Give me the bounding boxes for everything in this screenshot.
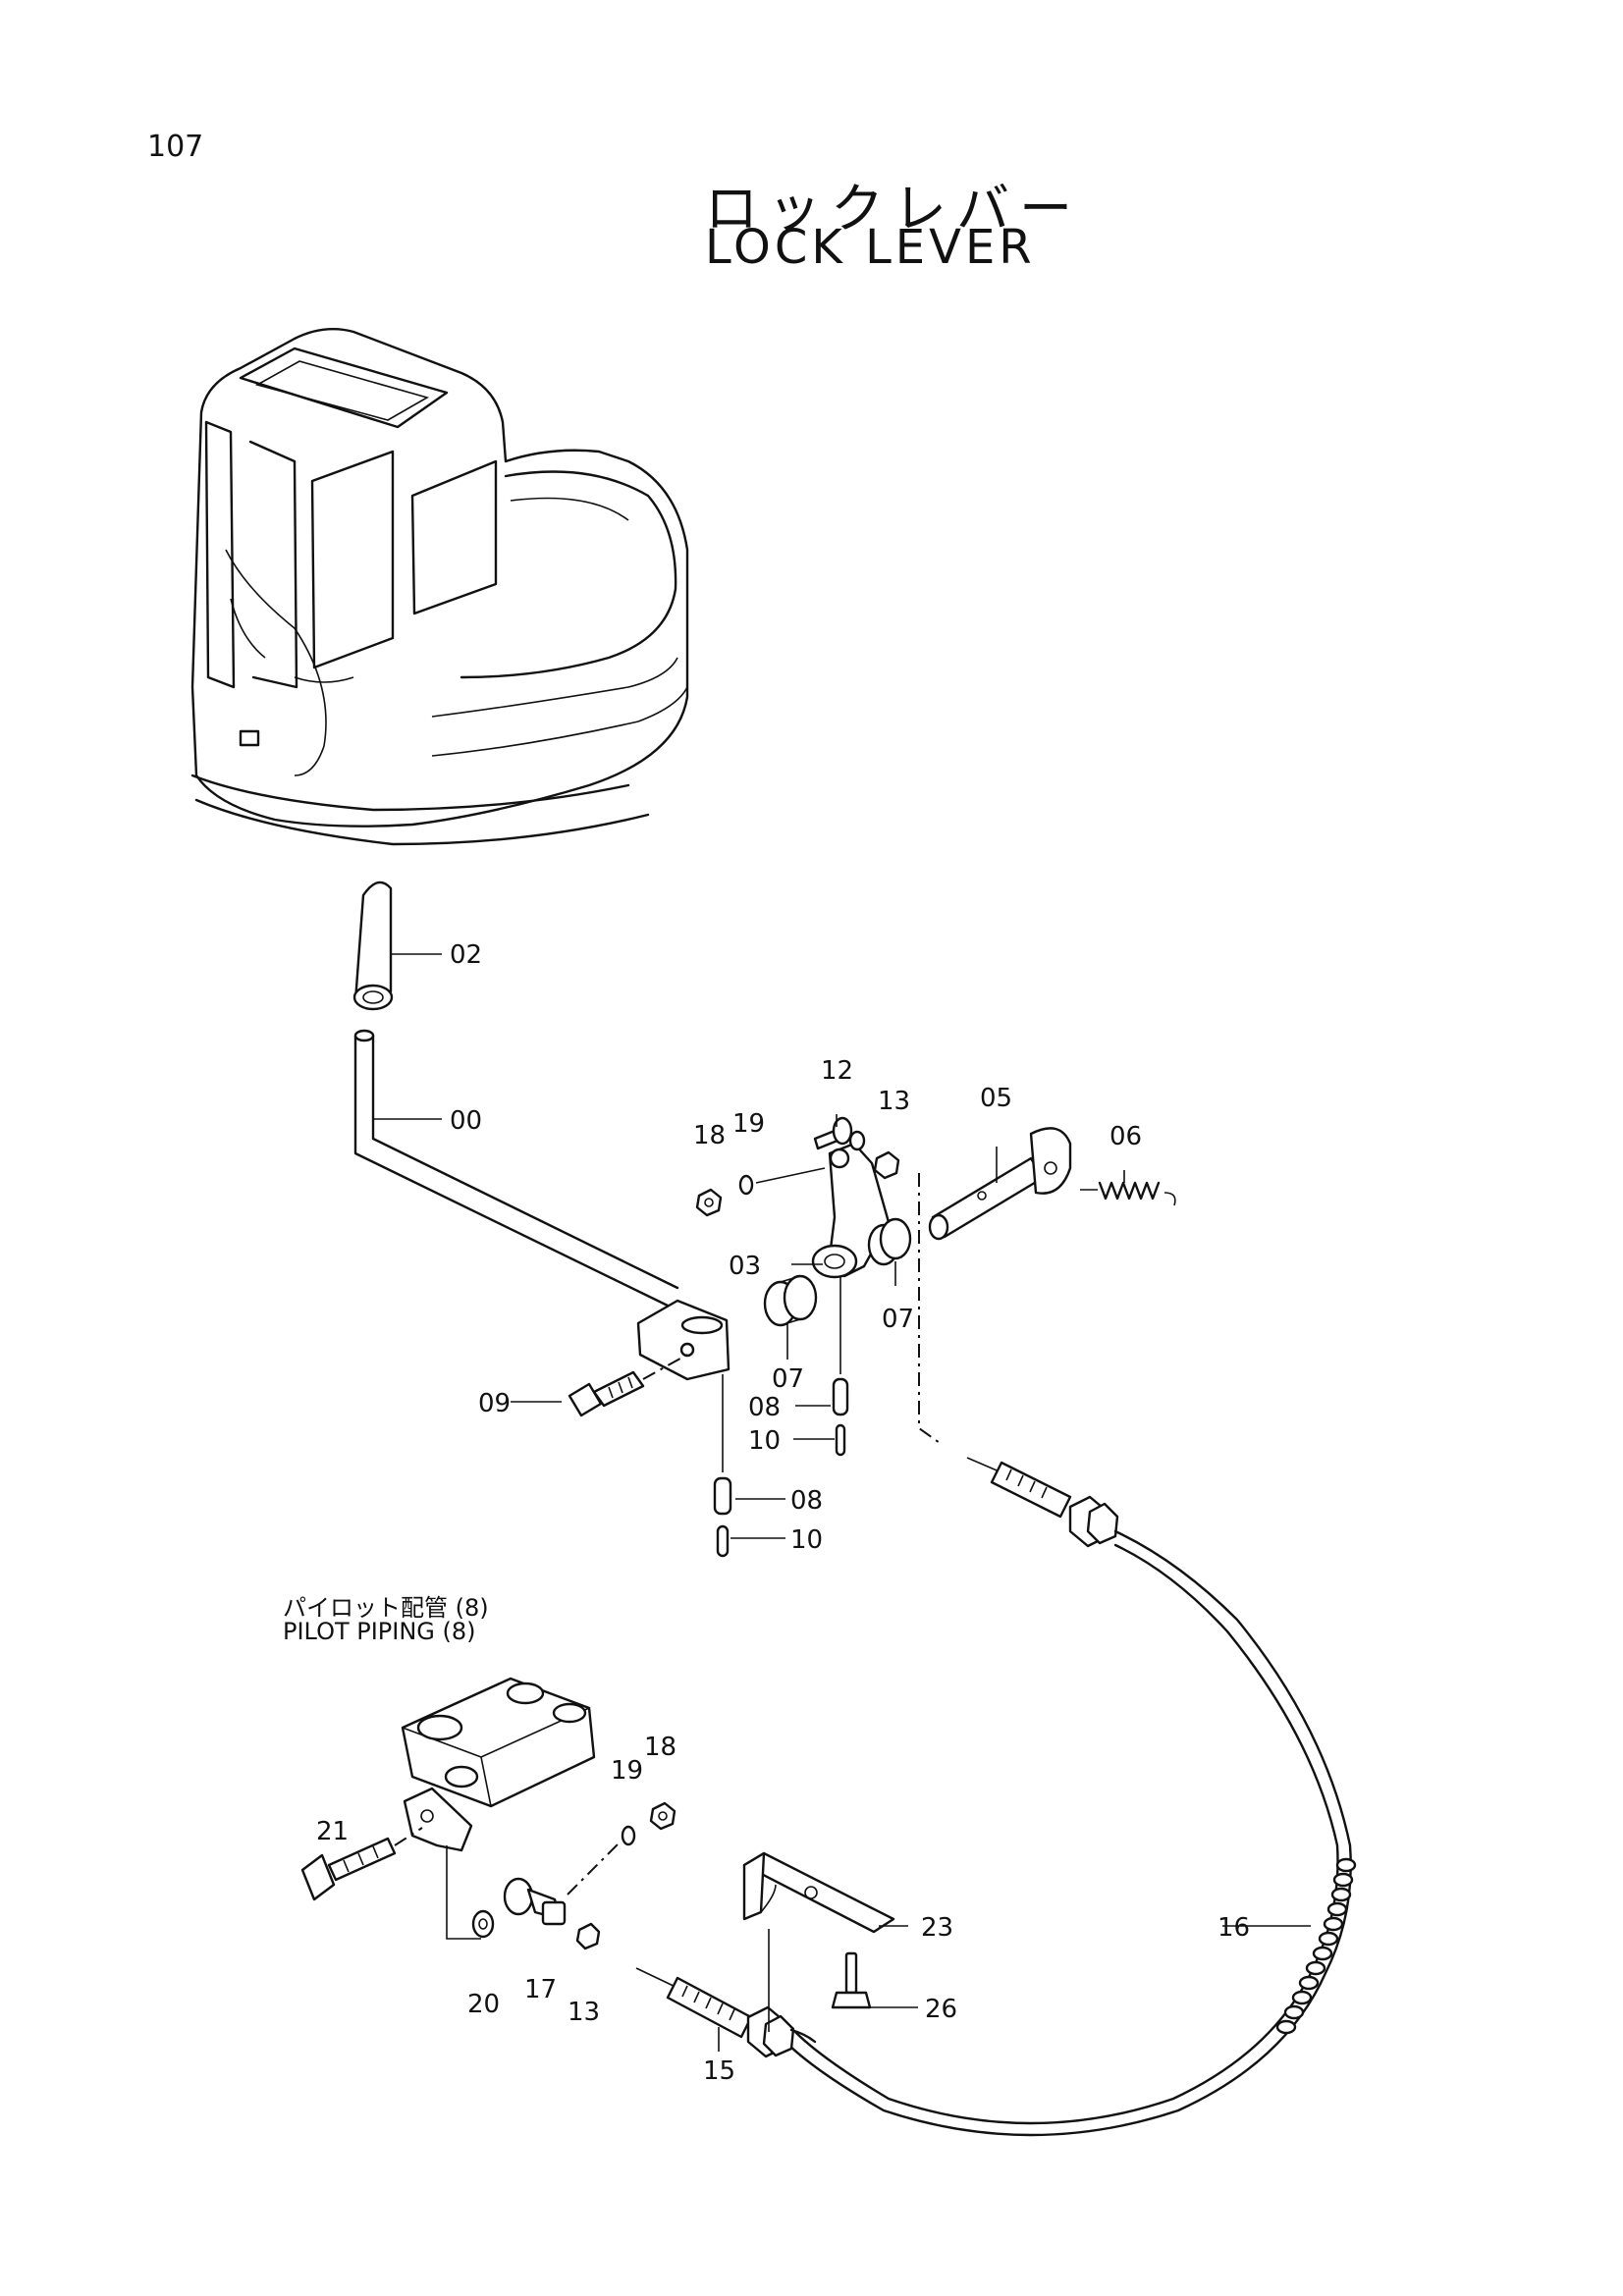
cable-end-15: [635, 1967, 817, 2058]
nut-13-lower: [575, 1922, 601, 1950]
cable-corrugated-section: [1275, 1857, 1357, 2035]
callout-18-upper: 18: [693, 1121, 726, 1150]
pilot-piping-label-japanese: パイロット配管 (8): [283, 1594, 489, 1622]
bushing-07-left: [763, 1274, 818, 1327]
callout-23: 23: [921, 1913, 953, 1943]
lock-lever: [353, 1029, 730, 1381]
callout-13-lower: 13: [568, 1998, 600, 2027]
cable-bracket-23: [742, 1851, 895, 1934]
callout-21: 21: [316, 1817, 349, 1846]
nut-18-upper: [695, 1188, 723, 1217]
page-number: 107: [147, 130, 204, 164]
pin-08-lower: [713, 1476, 732, 1516]
callout-20: 20: [467, 1990, 500, 2019]
callout-08-lower: 08: [790, 1486, 823, 1516]
pilot-piping-label-english: PILOT PIPING (8): [283, 1618, 476, 1645]
callout-07-left: 07: [772, 1364, 804, 1394]
callout-00: 00: [450, 1106, 482, 1136]
callout-10-lower: 10: [790, 1525, 823, 1555]
callout-19-upper: 19: [732, 1109, 765, 1139]
washer-19-lower: [621, 1825, 636, 1846]
callout-09: 09: [478, 1389, 511, 1418]
callout-17: 17: [524, 1975, 557, 2004]
control-cable-16: [784, 1457, 1357, 2137]
callout-08-upper: 08: [748, 1393, 781, 1422]
pilot-valve: [401, 1677, 596, 1808]
callout-10-upper: 10: [748, 1426, 781, 1456]
cab-overview-illustration: [190, 328, 689, 846]
ball-joint-17: [503, 1877, 567, 1926]
callout-16: 16: [1217, 1913, 1250, 1943]
leader-lines: [373, 953, 1311, 2052]
washer-20: [471, 1909, 495, 1939]
callout-15: 15: [703, 2056, 735, 2086]
nut-18-lower: [649, 1801, 676, 1831]
callout-02: 02: [450, 940, 482, 970]
callout-03: 03: [729, 1252, 761, 1281]
pin-10-lower: [716, 1524, 730, 1558]
washer-19-upper: [738, 1174, 754, 1196]
callout-13-upper: 13: [878, 1087, 910, 1116]
spring-06: [1080, 1181, 1176, 1206]
callout-18-lower: 18: [644, 1733, 676, 1762]
pin-08-upper: [832, 1377, 849, 1416]
bolt-09: [568, 1354, 688, 1417]
callout-19-lower: 19: [611, 1756, 643, 1786]
bolt-21: [300, 1827, 423, 1901]
nut-13-upper: [873, 1150, 900, 1180]
pin-10-upper: [835, 1423, 846, 1457]
title-english: LOCK LEVER: [705, 220, 1036, 275]
callout-06: 06: [1109, 1122, 1142, 1151]
pin-05: [928, 1127, 1072, 1241]
callout-labels: 02 00 09 03 07 07 08 10 08 10 12 13 18 1…: [316, 940, 1250, 2086]
bolt-12: [813, 1116, 866, 1151]
callout-12: 12: [821, 1056, 853, 1086]
callout-05: 05: [980, 1084, 1012, 1113]
lever-grip: [352, 881, 394, 1011]
callout-07-right: 07: [882, 1305, 914, 1334]
bolt-26: [831, 1951, 872, 2009]
valve-lever-plate: [403, 1787, 473, 1852]
bushing-07-right: [867, 1217, 912, 1266]
title-japanese: ロックレバー: [705, 178, 1082, 240]
callout-26: 26: [925, 1995, 957, 2024]
